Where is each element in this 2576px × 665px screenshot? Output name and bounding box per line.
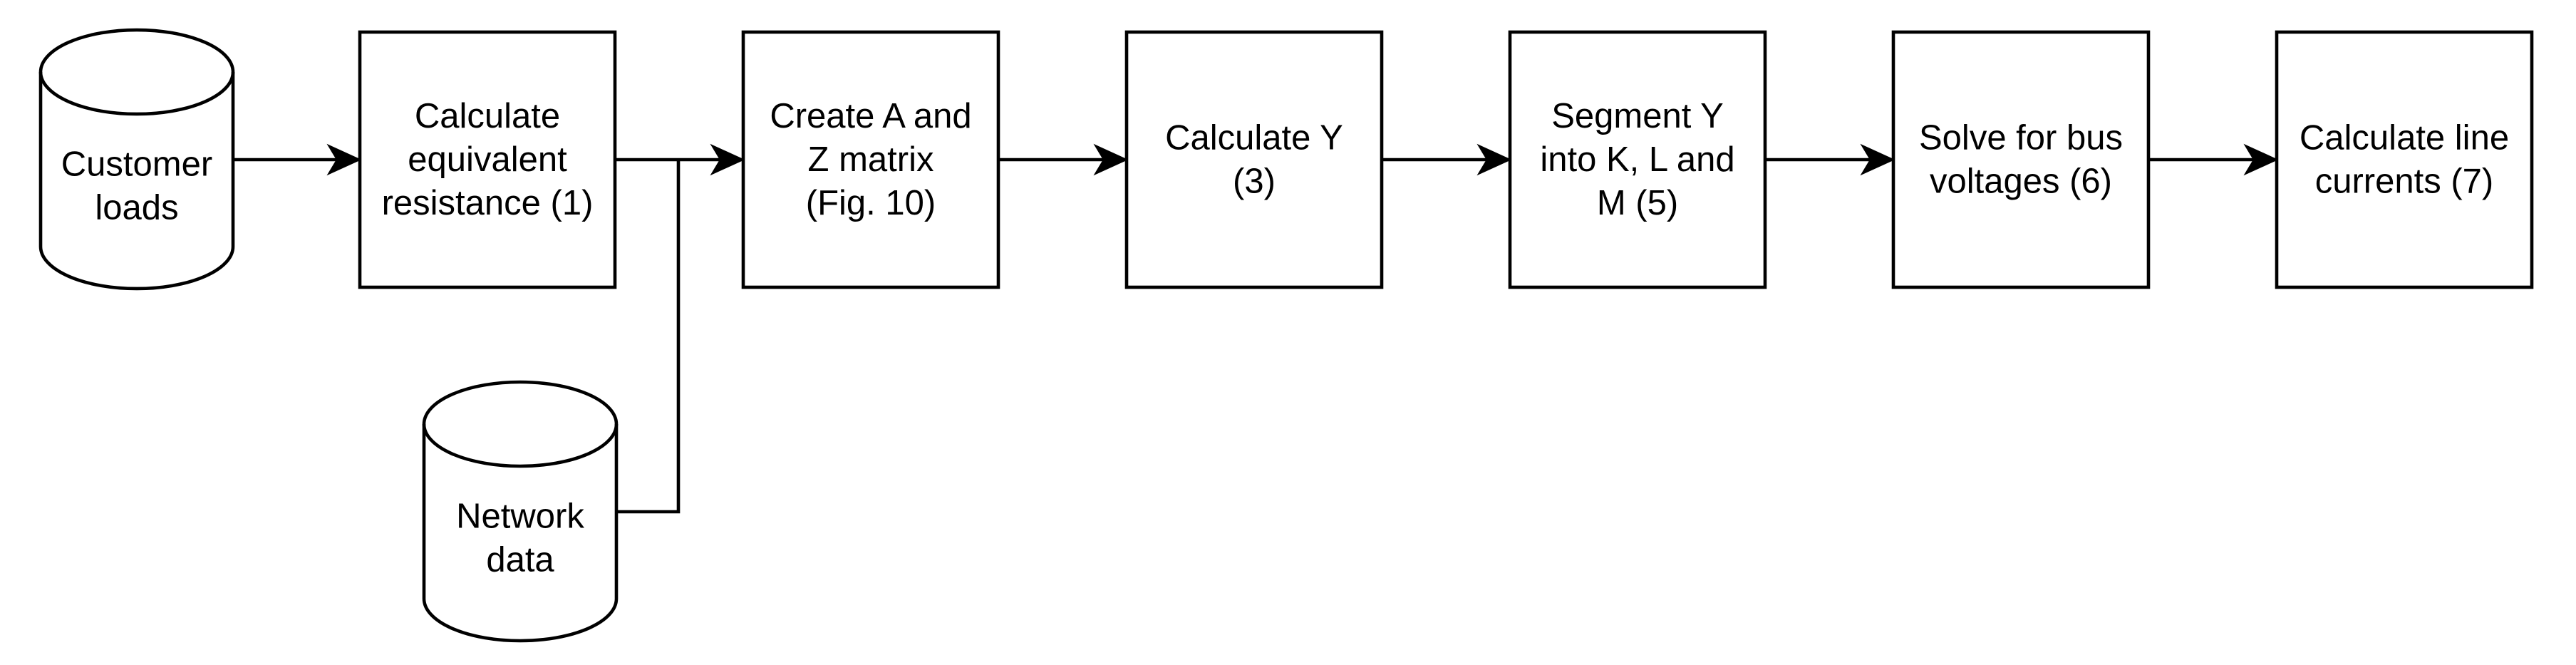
process-box-rect (1124, 30, 1384, 289)
connector-solve-bus-voltages-to-calculate-line-currents (2148, 143, 2279, 176)
connector-segment-y-to-solve-bus-voltages (1765, 143, 1895, 176)
process-box-calculate-y[interactable]: Calculate Y (3) (1124, 30, 1384, 289)
connector-create-a-z-matrix-to-calculate-y (998, 143, 1129, 176)
process-box-segment-y[interactable]: Segment Y into K, L and M (5) (1508, 30, 1767, 289)
process-box-create-a-z-matrix[interactable]: Create A and Z matrix (Fig. 10) (741, 30, 1000, 289)
process-box-label-line: voltages (6) (1930, 163, 2112, 201)
connector-line (616, 160, 681, 514)
connector-network-data-to-create-a-z-matrix (616, 160, 681, 514)
process-box-label-line: (Fig. 10) (806, 184, 936, 222)
connector-customer-loads-to-calc-equivalent-resistance (233, 143, 362, 176)
database-cylinder-shape (38, 28, 235, 291)
connector-calc-equivalent-resistance-to-create-a-z-matrix (615, 143, 745, 176)
database-cylinder-rim (38, 71, 235, 116)
process-box-label-line: Solve for bus (1919, 119, 2123, 158)
database-network-data[interactable]: Network data (422, 380, 619, 643)
process-box-label-line: (3) (1233, 163, 1276, 201)
process-box-rect (358, 30, 617, 289)
process-box-label-line: equivalent (408, 140, 567, 179)
arrowhead (1093, 143, 1129, 176)
edges-layer (233, 143, 2279, 514)
process-box-rect (1891, 30, 2151, 289)
arrowhead (1476, 143, 1512, 176)
process-box-rect (741, 30, 1000, 289)
process-box-label-line: Calculate Y (1165, 119, 1343, 158)
arrowhead (1860, 143, 1895, 176)
process-box-rect (1508, 30, 1767, 289)
process-box-label-line: Calculate line (2300, 119, 2509, 158)
process-box-label-line: Z matrix (808, 140, 934, 179)
database-label-line: data (486, 541, 554, 579)
database-label-line: loads (95, 189, 178, 227)
arrowhead (326, 143, 362, 176)
process-box-label-line: currents (7) (2315, 163, 2494, 201)
process-box-calc-equivalent-resistance[interactable]: Calculate equivalent resistance (1) (358, 30, 617, 289)
process-box-calculate-line-currents[interactable]: Calculate line currents (7) (2275, 30, 2534, 289)
process-box-label-line: into K, L and (1540, 140, 1734, 179)
database-cylinder-rim (422, 423, 619, 468)
database-customer-loads[interactable]: Customer loads (38, 28, 235, 291)
process-box-label-line: M (5) (1597, 184, 1678, 222)
database-label-line: Network (456, 498, 584, 536)
database-cylinder-shape (422, 380, 619, 643)
process-box-label-line: Segment Y (1551, 97, 1724, 135)
process-box-label-line: resistance (1) (382, 184, 594, 222)
arrowhead (710, 143, 745, 176)
process-box-label-line: Create A and (770, 97, 971, 135)
process-box-solve-bus-voltages[interactable]: Solve for bus voltages (6) (1891, 30, 2151, 289)
process-box-rect (2275, 30, 2534, 289)
database-label-line: Customer (61, 145, 212, 184)
connector-calculate-y-to-segment-y (1382, 143, 1512, 176)
process-box-label-line: Calculate (415, 97, 560, 135)
arrowhead (2243, 143, 2279, 176)
